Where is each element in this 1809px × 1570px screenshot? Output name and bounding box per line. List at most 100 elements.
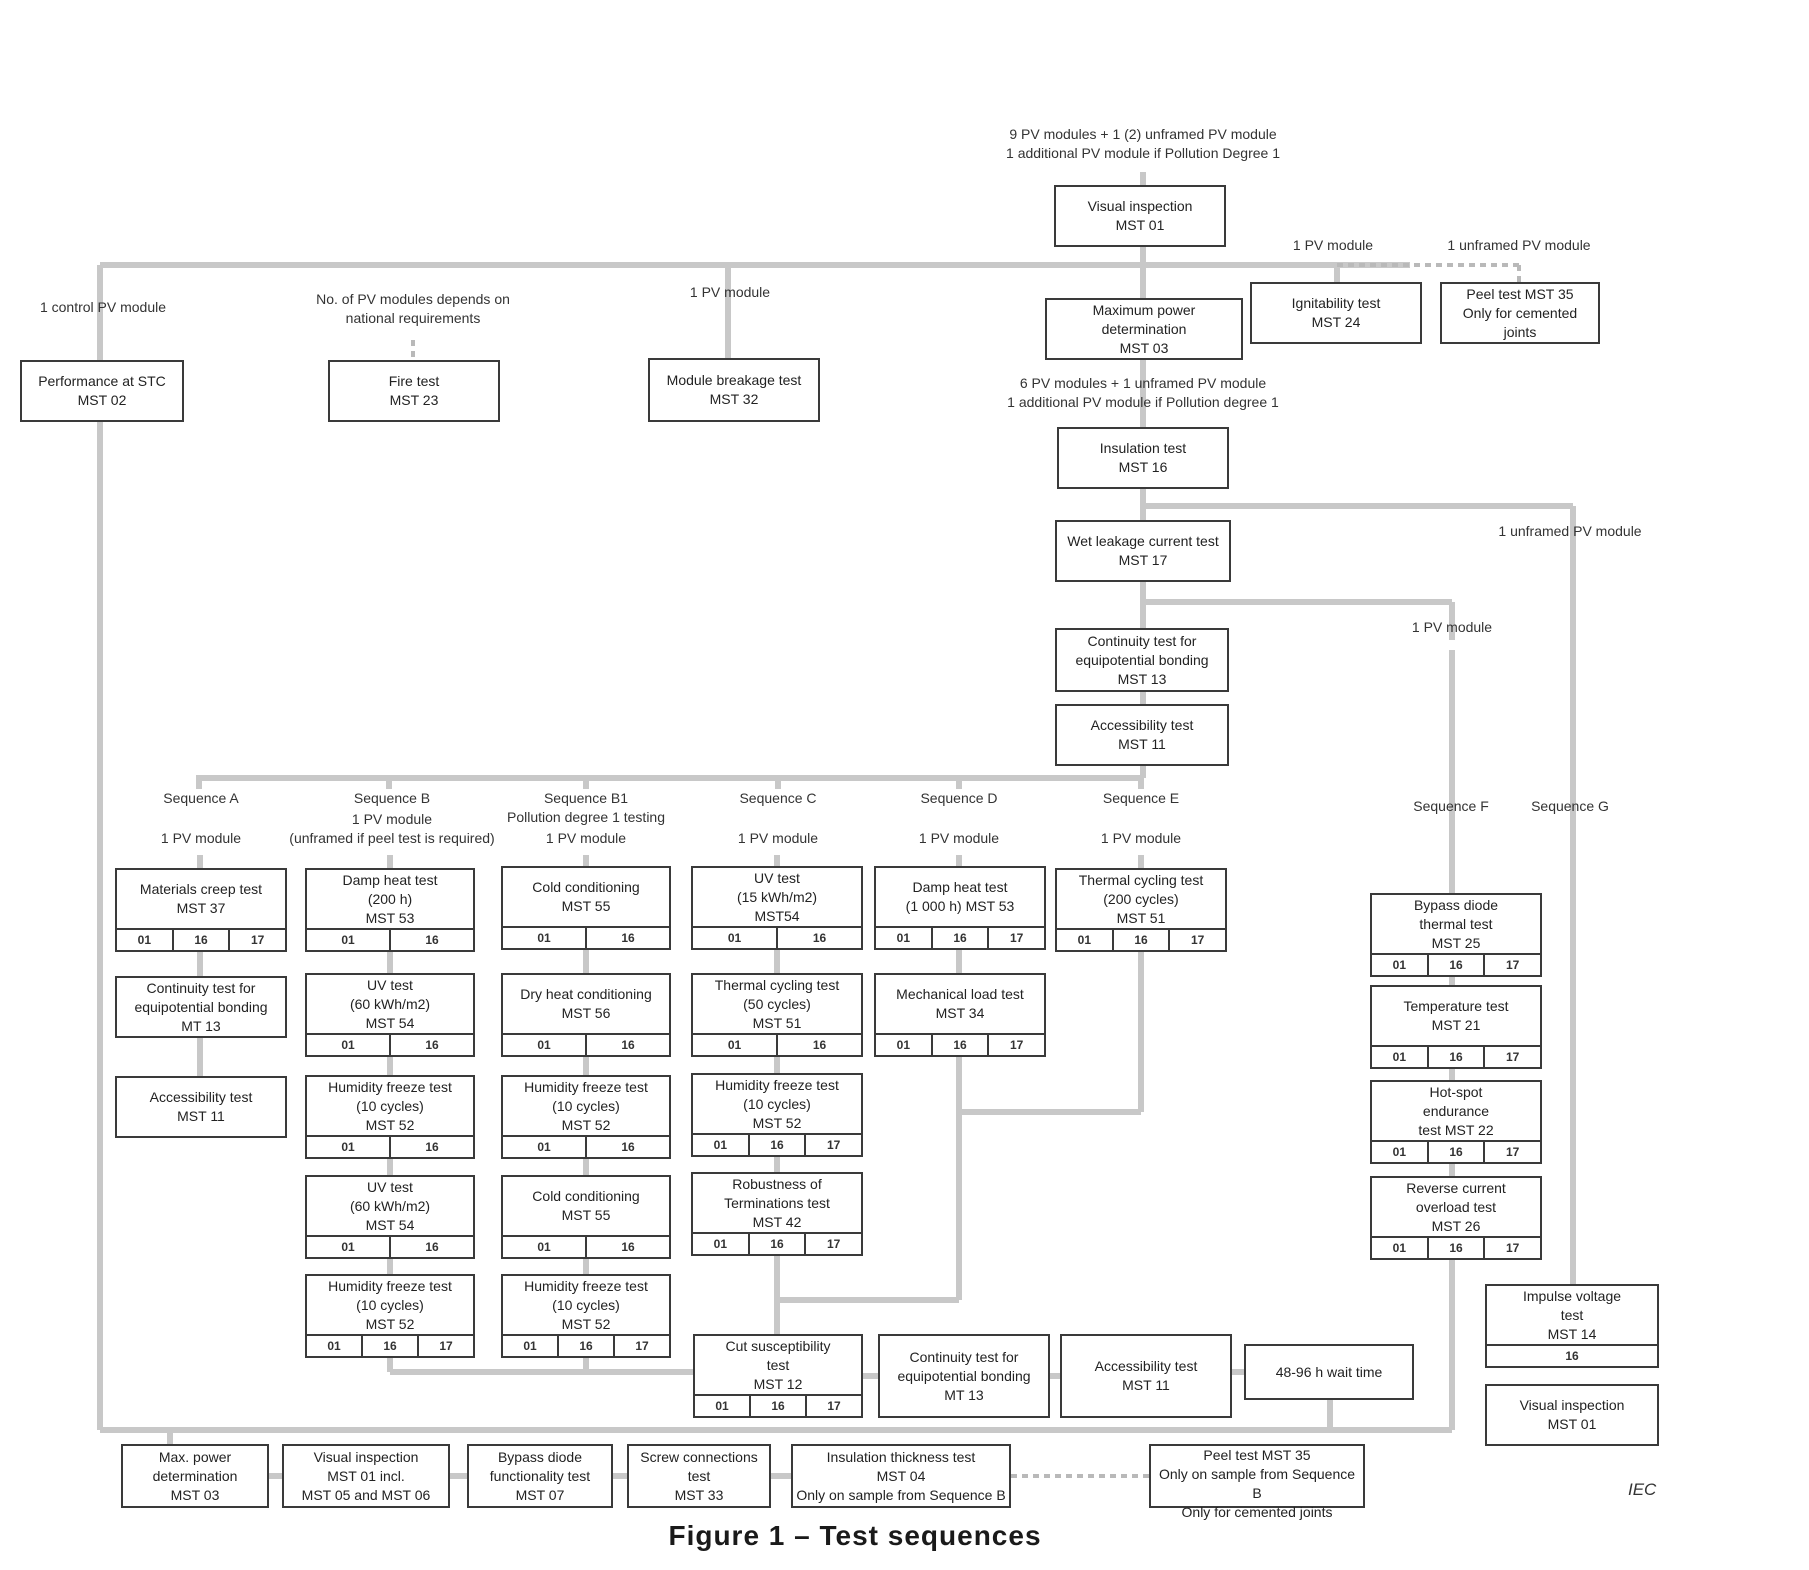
check-code-cell: 16 <box>171 930 229 950</box>
check-code-cell: 01 <box>137 933 152 947</box>
test-label: UV test (60 kWh/m2) MST 54 <box>349 1178 431 1233</box>
iec-mark: IEC <box>1628 1480 1657 1499</box>
test-label: Continuity test for equipotential bondin… <box>1075 632 1209 687</box>
test-label: Humidity freeze test (10 cycles) MST 52 <box>524 1277 648 1332</box>
check-code-cell: 17 <box>417 1336 473 1356</box>
test-label: Maximum power determination MST 03 <box>1092 301 1196 356</box>
test-label: Temperature test MST 21 <box>1403 998 1509 1033</box>
test-box-g2: Visual inspection MST 01 <box>1485 1384 1659 1446</box>
check-code-cell: 01 <box>896 931 911 945</box>
note-seq-g: Sequence G <box>1531 798 1609 814</box>
check-code-cell: 16 <box>389 1137 473 1157</box>
check-code-cell: 16 <box>1111 930 1169 950</box>
test-label: UV test (15 kWh/m2) MST54 <box>736 869 818 924</box>
test-label: Humidity freeze test (10 cycles) MST 52 <box>328 1277 452 1332</box>
test-label: Cold conditioning MST 55 <box>532 879 640 914</box>
test-label: Reverse current overload test MST 26 <box>1406 1179 1506 1234</box>
test-box-insulation: Insulation test MST 16 <box>1057 427 1229 489</box>
note-seq-e: Sequence E <box>1102 790 1180 806</box>
check-code-cell: 17 <box>987 928 1044 948</box>
check-code-cell: 17 <box>805 1396 861 1416</box>
check-code-cell: 01 <box>327 1339 341 1353</box>
test-label: Thermal cycling test (200 cycles) MST 51 <box>1078 871 1204 926</box>
test-label: Visual inspection MST 01 incl. MST 05 an… <box>301 1448 431 1503</box>
note-seq-b: Sequence B <box>353 790 431 806</box>
check-code-cell: 17 <box>228 930 285 950</box>
check-code-cell: 01 <box>537 1038 551 1052</box>
test-label: Dry heat conditioning MST 56 <box>520 986 652 1021</box>
test-box-visual-top: Visual inspection MST 01 <box>1054 185 1226 247</box>
test-label: Insulation thickness test MST 04 Only on… <box>796 1448 1006 1503</box>
test-box-access-main: Accessibility test MST 11 <box>1055 704 1229 766</box>
note-mid-intro: 6 PV modules + 1 unframed PV module 1 ad… <box>1007 375 1279 410</box>
check-code-cell: 17 <box>613 1336 669 1356</box>
note-seq-d: Sequence D <box>920 790 998 806</box>
check-code-cell: 01 <box>727 931 742 945</box>
check-codes-row: 16 <box>1487 1344 1657 1366</box>
test-box-fin4: Screw connections test MST 33 <box>627 1444 771 1508</box>
test-box-ignit: Ignitability test MST 24 <box>1250 282 1422 344</box>
check-code-cell: 01 <box>1392 958 1407 972</box>
test-box-cont-bot: Continuity test for equipotential bondin… <box>878 1334 1050 1418</box>
test-label: Thermal cycling test (50 cycles) MST 51 <box>714 976 840 1031</box>
test-label: Bypass diode functionality test MST 07 <box>489 1448 591 1503</box>
test-label: Visual inspection MST 01 <box>1519 1397 1625 1432</box>
note-seq-a: Sequence A <box>163 790 239 806</box>
check-code-cell: 17 <box>1483 1238 1540 1258</box>
test-label: Humidity freeze test (10 cycles) MST 52 <box>328 1078 452 1133</box>
test-label: Damp heat test (1 000 h) MST 53 <box>905 879 1015 914</box>
check-code-cell: 17 <box>1483 955 1540 975</box>
test-box-peel-top: Peel test MST 35 Only for cemented joint… <box>1440 282 1600 344</box>
note-control: 1 control PV module <box>39 299 167 315</box>
test-box-a3: Accessibility test MST 11 <box>115 1076 287 1138</box>
test-box-e1: Thermal cycling test (200 cycles) MST 51… <box>1055 868 1227 952</box>
test-label: Performance at STC MST 02 <box>38 373 166 408</box>
check-code-cell: 01 <box>341 1038 355 1052</box>
test-label: Peel test MST 35 Only for cemented joint… <box>1462 285 1578 340</box>
check-code-cell: 16 <box>1426 1047 1484 1067</box>
test-box-fin5: Insulation thickness test MST 04 Only on… <box>791 1444 1011 1508</box>
test-label: Hot-spot endurance test MST 22 <box>1418 1083 1494 1138</box>
check-code-cell: 16 <box>1426 1238 1484 1258</box>
test-label: Damp heat test (200 h) MST 53 <box>342 871 438 926</box>
test-box-cont-main: Continuity test for equipotential bondin… <box>1055 628 1229 692</box>
test-label: Module breakage test MST 32 <box>666 372 802 407</box>
note-seq-b1: Sequence B1 Pollution degree 1 testing <box>507 790 665 825</box>
note-seq-c-qty: 1 PV module <box>737 830 819 846</box>
check-code-cell: 01 <box>341 1140 355 1154</box>
check-code-cell: 01 <box>1392 1050 1407 1064</box>
check-code-cell: 17 <box>1483 1047 1540 1067</box>
test-label: Max. power determination MST 03 <box>152 1448 238 1503</box>
test-label: Impulse voltage test MST 14 <box>1522 1287 1622 1342</box>
test-box-fin6: Peel test MST 35 Only on sample from Seq… <box>1149 1444 1365 1520</box>
test-label: Fire test MST 23 <box>388 373 440 408</box>
check-code-cell: 16 <box>389 930 473 950</box>
check-code-cell: 16 <box>389 1237 473 1257</box>
test-label: Wet leakage current test MST 17 <box>1067 533 1219 568</box>
figure-caption: Figure 1 – Test sequences <box>668 1520 1042 1551</box>
check-code-cell: 16 <box>1565 1349 1579 1363</box>
check-code-cell: 01 <box>713 1237 728 1251</box>
check-code-cell: 16 <box>930 928 988 948</box>
test-box-a2: Continuity test for equipotential bondin… <box>115 976 287 1038</box>
test-label: Screw connections test MST 33 <box>640 1448 758 1503</box>
